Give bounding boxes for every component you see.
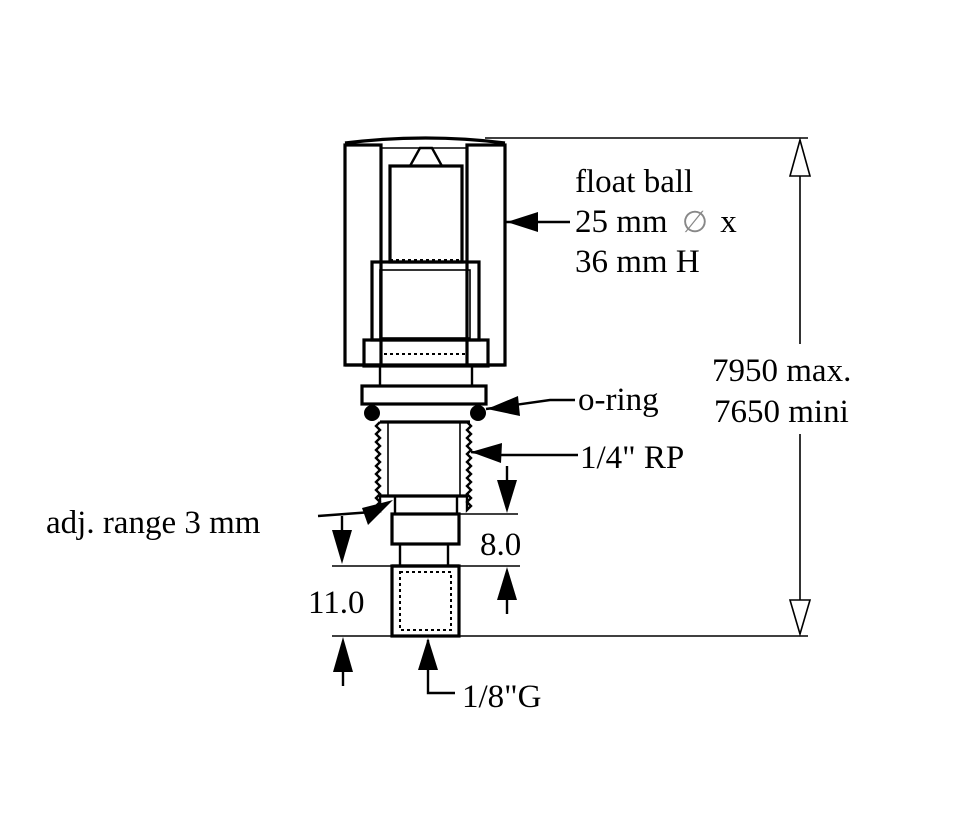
float-ball-diameter-value: 25 mm <box>575 204 668 240</box>
float-ball-height: 36 mm H <box>575 244 700 280</box>
thread-top-label: 1/4" RP <box>580 440 684 476</box>
leader-float-ball <box>505 212 570 232</box>
dimension-11 <box>332 565 392 686</box>
oring-left <box>364 405 380 421</box>
oring-right <box>470 405 486 421</box>
adj-range-label: adj. range 3 mm <box>46 505 261 541</box>
diameter-symbol-icon: ∅ <box>682 205 708 240</box>
leader-thread-top <box>470 443 578 463</box>
leader-oring <box>485 396 575 416</box>
dimension-8 <box>457 466 520 614</box>
dimension-11-label: 11.0 <box>308 585 365 621</box>
thread-bottom-label: 1/8"G <box>462 679 541 715</box>
housing <box>343 136 507 367</box>
float-ball <box>362 146 490 368</box>
float-ball-label: float ball <box>575 164 693 200</box>
float-ball-diameter: 25 mm ∅ x <box>575 204 737 240</box>
oring-assembly <box>360 364 488 424</box>
leader-adj-range <box>317 500 393 564</box>
height-max-label: 7950 max. <box>712 353 851 389</box>
oring-label: o-ring <box>578 382 659 418</box>
height-dimension <box>459 137 900 637</box>
height-min-label: 7650 mini <box>714 394 849 430</box>
leader-thread-bottom <box>418 638 455 695</box>
filter-element <box>390 564 461 638</box>
lower-stem <box>390 494 461 638</box>
float-ball-diameter-tail: x <box>720 204 737 240</box>
dimension-8-label: 8.0 <box>480 527 521 563</box>
